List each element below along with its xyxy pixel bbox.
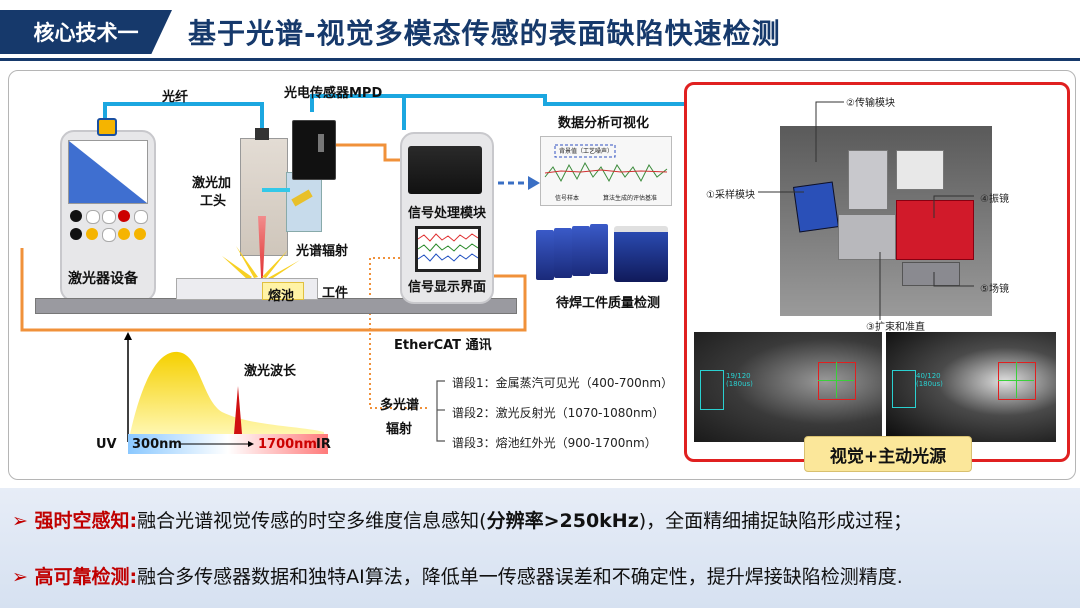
summary-line-2: ➢ 高可靠检测:融合多传感器数据和独特AI算法，降低单一传感器误差和不确定性，提… xyxy=(12,562,903,589)
transfer-module xyxy=(848,150,888,210)
header-underline xyxy=(0,58,1080,61)
vision-label-transfer: ②传输模块 xyxy=(846,98,895,109)
dotted-band-line xyxy=(369,257,430,409)
bullet-arrow-1: ➢ xyxy=(12,510,35,532)
data-arrow-head xyxy=(528,176,540,190)
vis-label-baseline: 算法生成的评估基准 xyxy=(603,195,658,202)
vis-label-bg: 背景值（工艺噪声） xyxy=(559,148,614,155)
summary-panel xyxy=(0,488,1080,608)
line2-text: 融合多传感器数据和独特AI算法，降低单一传感器误差和不确定性，提升焊接缺陷检测精… xyxy=(137,566,903,588)
galvo-mirror xyxy=(896,200,974,260)
field-lens xyxy=(902,262,960,286)
band-1: 谱段1：金属蒸汽可见光（400-700nm） xyxy=(452,376,674,390)
head-side-box xyxy=(286,172,322,232)
ir-label: IR xyxy=(316,437,331,452)
laser-peak xyxy=(234,386,242,434)
head-top xyxy=(255,128,269,140)
fiber-label: 光纤 xyxy=(162,90,189,105)
vision-label-galvo: ④振镜 xyxy=(980,194,1009,205)
battery-cells xyxy=(536,222,668,284)
y-axis-arrow xyxy=(124,332,132,340)
section-badge: 核心技术一 xyxy=(0,10,172,54)
band-3: 谱段3：熔池红外光（900-1700nm） xyxy=(452,436,657,450)
band-bracket xyxy=(436,380,445,442)
beam-expander xyxy=(838,214,896,260)
screen-triangle xyxy=(69,141,147,203)
cam2-box-left xyxy=(892,370,916,408)
cam1-box-left xyxy=(700,370,724,410)
line2-key: 高可靠检测: xyxy=(34,566,138,588)
melt-pool xyxy=(262,282,304,300)
line1-text-a: 融合光谱视觉传感的时空多维度信息感知( xyxy=(137,510,487,532)
cam1-box-right xyxy=(818,362,856,400)
workpiece-label: 工件 xyxy=(322,286,349,301)
fiber-line xyxy=(103,102,264,132)
weld-check-label: 待焊工件质量检测 xyxy=(556,296,661,311)
spectral-rays xyxy=(222,246,300,280)
line1-text-c: )，全面精细捕捉缺陷形成过程； xyxy=(638,510,913,532)
orange-mpd-line xyxy=(334,143,400,162)
mpd-handle xyxy=(318,134,324,152)
nm300-label: 300nm xyxy=(132,437,182,452)
diagram-frame xyxy=(8,70,1076,480)
data-vis-label: 数据分析可视化 xyxy=(558,116,650,131)
control-buttons xyxy=(70,210,148,242)
spectrum-chart xyxy=(124,332,328,454)
laser-wavelength-label: 激光波长 xyxy=(244,364,297,379)
summary-line-1: ➢ 强时空感知:融合光谱视觉传感的时空多维度信息感知(分辨率>250kHz)，全… xyxy=(12,506,912,533)
mpd-sensor xyxy=(292,120,336,180)
laser-device-label: 激光器设备 xyxy=(68,271,138,287)
mpd-label: 光电传感器MPD xyxy=(284,86,383,101)
ethercat-label: EtherCAT 通讯 xyxy=(394,338,492,353)
melt-pool-label: 熔池 xyxy=(268,289,295,304)
cam2-counter: 40/120 (180us) xyxy=(916,372,943,388)
spectral-rad-label: 光谱辐射 xyxy=(296,244,349,259)
cam1-counter: 19/120 (180us) xyxy=(726,372,753,388)
laser-head-label-1: 激光加 xyxy=(192,176,232,191)
orange-ethercat-line xyxy=(20,248,527,332)
band-2: 谱段2：激光反射光（1070-1080nm） xyxy=(452,406,665,420)
page-title: 基于光谱-视觉多模态传感的表面缺陷快速检测 xyxy=(188,17,781,50)
laser-device xyxy=(60,130,156,302)
camera-frame-2: 40/120 (180us) xyxy=(886,332,1056,442)
laser-head xyxy=(240,138,288,256)
data-vis-chart: 背景值（工艺噪声） 信号样本 算法生成的评估基准 xyxy=(540,136,672,206)
laser-connector xyxy=(97,118,117,136)
uv-label: UV xyxy=(96,437,117,452)
signal-box xyxy=(408,146,482,194)
top-device xyxy=(896,150,944,190)
vision-label-sampling: ①采样模块 xyxy=(706,190,755,201)
nm1700-label: 1700nm xyxy=(258,437,317,452)
signal-disp-label: 信号显示界面 xyxy=(408,280,487,295)
camera-frame-1: 19/120 (180us) xyxy=(694,332,882,442)
vis-waves xyxy=(544,144,668,183)
multi-spec-label-2: 辐射 xyxy=(386,422,413,437)
vis-label-sample: 信号样本 xyxy=(555,195,580,202)
laser-head-label-2: 工头 xyxy=(200,194,227,209)
multi-spec-label-1: 多光谱 xyxy=(380,398,420,413)
signal-proc-label: 信号处理模块 xyxy=(408,206,487,221)
bullet-arrow-2: ➢ xyxy=(12,566,35,588)
beam-cyan xyxy=(262,188,290,192)
cam2-box-right xyxy=(998,362,1036,400)
mpd-line xyxy=(310,94,690,112)
vision-leader-lines xyxy=(758,101,974,320)
vision-label-beam: ③扩束和准直 xyxy=(866,322,925,333)
line1-text-b: 分辨率>250kHz xyxy=(486,510,639,532)
spectrum-curve xyxy=(130,351,324,434)
display-waves xyxy=(417,233,479,262)
signal-display xyxy=(415,226,481,272)
line1-key: 强时空感知: xyxy=(34,510,138,532)
vision-label-field-lens: ⑤场镜 xyxy=(980,284,1009,295)
vision-caption: 视觉+主动光源 xyxy=(804,436,972,472)
laser-beam xyxy=(258,216,266,280)
